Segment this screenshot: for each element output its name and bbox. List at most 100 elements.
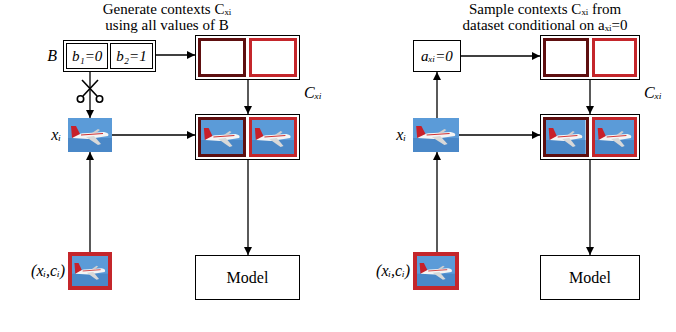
airplane-part	[417, 256, 455, 286]
arrowhead	[86, 110, 94, 118]
arrow-connector	[461, 52, 540, 60]
panel-title: Sample contexts Cₓᵢ from dataset conditi…	[455, 1, 635, 33]
value-cell: b₂=1	[110, 43, 152, 69]
arrowhead	[586, 106, 594, 114]
symbol-label: xᵢ	[396, 126, 406, 144]
arrow-connector	[586, 160, 594, 255]
airplane-part	[416, 126, 425, 138]
arrowhead	[244, 106, 252, 114]
airplane-part	[438, 129, 446, 133]
airplane-part	[438, 266, 445, 270]
context-image	[592, 117, 638, 157]
airplane-part	[81, 134, 103, 136]
outside-label: xᵢ	[396, 126, 406, 144]
scissors-blade	[83, 80, 98, 96]
airplane-part	[616, 131, 623, 135]
airplane-part	[611, 138, 624, 147]
airplane-part	[218, 138, 232, 147]
labelled-image: (xᵢ,cᵢ)	[413, 252, 459, 290]
symbol-label: Cₓᵢ	[644, 84, 662, 102]
scissors-handle	[77, 96, 83, 102]
arrowhead	[187, 51, 195, 59]
airplane-part	[252, 120, 294, 154]
outside-label: Cₓᵢ	[304, 84, 322, 102]
outside-label: B	[47, 47, 57, 65]
attribute-box: aₓᵢ=0	[413, 40, 461, 72]
airplane-part	[432, 136, 448, 145]
scissors-symbol	[77, 80, 102, 102]
arrowhead	[433, 72, 441, 80]
airplane-image	[546, 120, 586, 154]
arrow-connector	[156, 51, 195, 59]
arrow-connector	[244, 160, 252, 255]
airplane-image	[68, 118, 112, 152]
connector-line	[589, 160, 590, 255]
connector-line	[89, 152, 90, 252]
image-node: xᵢ	[413, 118, 459, 152]
airplane-image	[252, 120, 294, 154]
airplane-part	[224, 131, 232, 135]
context-slot	[592, 38, 638, 77]
arrowhead	[244, 247, 252, 255]
scissors-blade	[82, 80, 97, 96]
airplane-part	[597, 128, 605, 140]
airplane-part	[413, 118, 459, 152]
scissors-handle	[96, 96, 102, 102]
model-box: Model	[195, 255, 300, 300]
airplane-part	[72, 274, 108, 286]
connector-line	[112, 134, 195, 135]
arrow-connector	[586, 80, 594, 114]
symbol-label: B	[47, 47, 57, 65]
connector-line	[459, 134, 540, 135]
arrow-connector	[244, 80, 252, 114]
airplane-part	[595, 120, 635, 154]
outside-label: (xᵢ,cᵢ)	[376, 262, 410, 280]
context-box: Cₓᵢ	[540, 35, 640, 80]
airplane-part	[92, 129, 100, 133]
context-image	[198, 117, 246, 157]
symbol-label: xᵢ	[51, 126, 61, 144]
labelled-image: (xᵢ,cᵢ)	[68, 252, 112, 290]
context-slot	[543, 38, 589, 77]
image-node: xᵢ	[68, 118, 112, 152]
airplane-part	[87, 272, 99, 280]
airplane-part	[264, 136, 285, 138]
context-image	[249, 117, 297, 157]
airplane-part	[204, 128, 213, 140]
arrowhead	[187, 131, 195, 139]
airplane-part	[252, 140, 294, 154]
airplane-part	[568, 131, 575, 135]
node-text: Model	[227, 269, 269, 287]
arrowhead	[586, 247, 594, 255]
outside-label: xᵢ	[51, 126, 61, 144]
context-box: Cₓᵢ	[195, 35, 300, 80]
airplane-image	[201, 120, 243, 154]
airplane-part	[558, 136, 578, 138]
airplane-part	[595, 140, 635, 154]
airplane-part	[83, 270, 101, 271]
airplane-part	[549, 128, 557, 140]
arrowhead	[433, 152, 441, 160]
node-text: aₓᵢ=0	[421, 48, 453, 64]
airplane-part	[417, 274, 455, 286]
arrow-connector	[433, 72, 441, 118]
airplane-image	[417, 256, 455, 286]
airplane-part	[606, 136, 626, 138]
symbol-label: (xᵢ,cᵢ)	[376, 262, 410, 280]
airplane-part	[546, 140, 586, 154]
airplane-image	[413, 118, 459, 152]
context-slot	[249, 38, 297, 77]
airplane-part	[213, 136, 234, 138]
airplane-part	[72, 256, 108, 286]
arrow-connector	[86, 72, 94, 118]
panel-title-text: Generate contexts Cₓᵢ using all values o…	[103, 1, 231, 33]
connector-line	[461, 55, 540, 56]
arrowhead	[532, 52, 540, 60]
value-cell: b₁=0	[66, 43, 108, 69]
symbol-label: (xᵢ,cᵢ)	[31, 262, 65, 280]
input-box	[540, 114, 640, 160]
airplane-part	[92, 266, 99, 270]
outside-label: Cₓᵢ	[644, 84, 662, 102]
airplane-part	[68, 118, 112, 152]
input-box	[195, 114, 300, 160]
